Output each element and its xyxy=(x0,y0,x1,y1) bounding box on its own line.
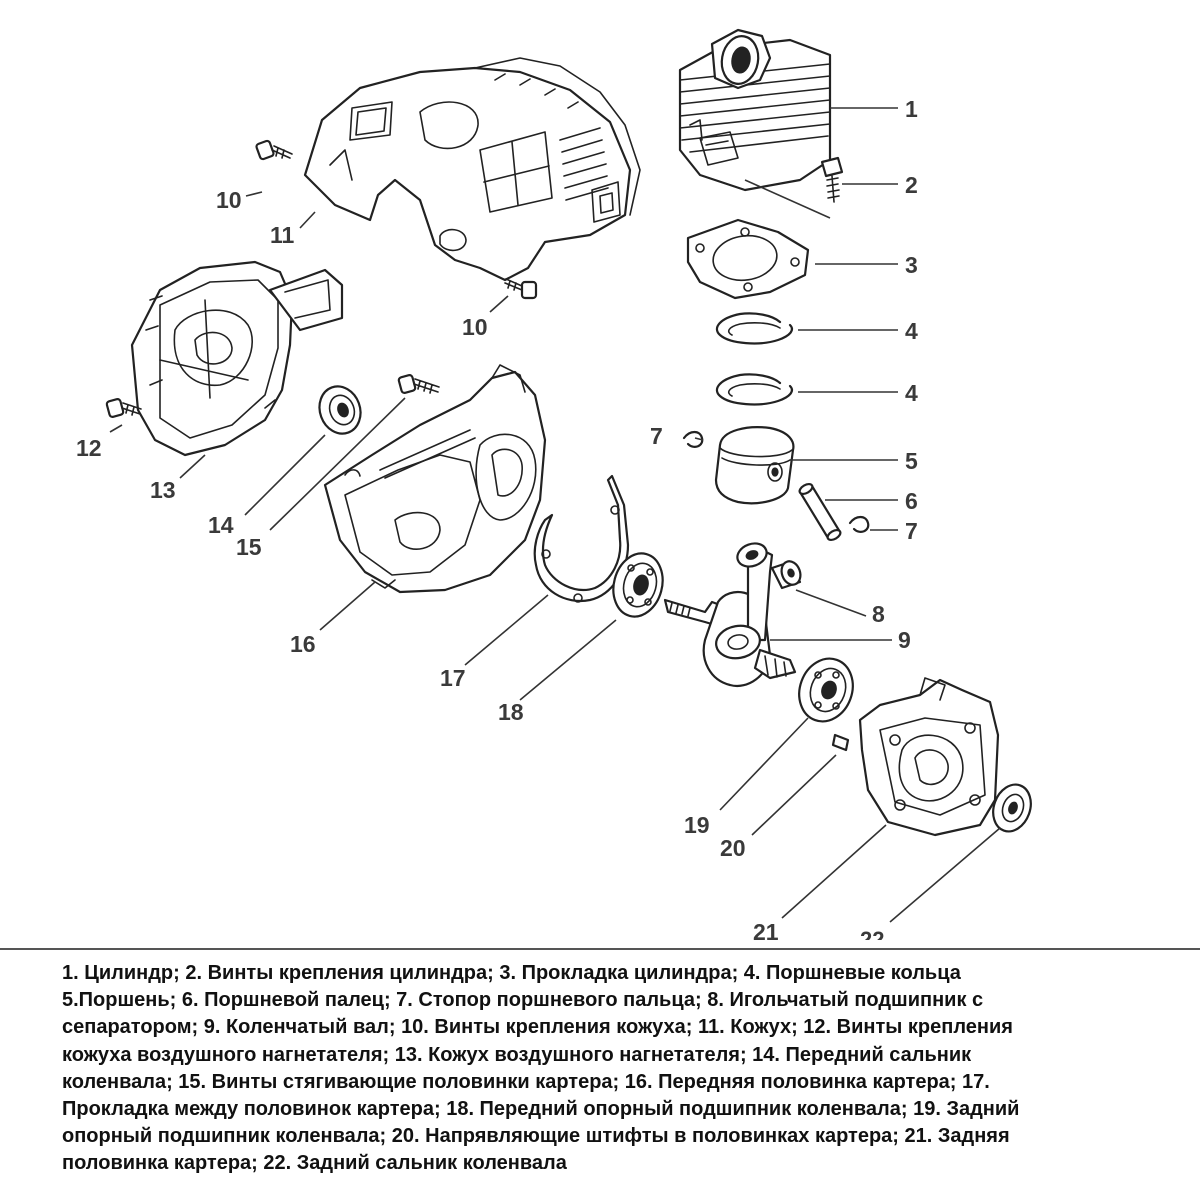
piston-pin-circlip-right xyxy=(848,515,870,533)
callout-9: 9 xyxy=(898,627,911,653)
shroud-screw-lower xyxy=(504,278,538,300)
shroud-part xyxy=(303,57,641,282)
rear-bearing xyxy=(798,657,854,723)
crankshaft xyxy=(663,542,797,688)
callout-18: 18 xyxy=(498,699,524,725)
legend-line: 1. Цилиндр; 2. Винты крепления цилиндра;… xyxy=(62,962,961,984)
callout-22: 22 xyxy=(860,927,884,940)
fan-housing-screw xyxy=(105,398,142,418)
legend-divider xyxy=(0,948,1200,950)
exploded-engine-diagram: 1 2 3 4 4 5 6 7 7 8 9 10 10 11 12 13 14 … xyxy=(76,28,1032,940)
piston-pin xyxy=(798,482,842,542)
legend-line: 5.Поршень; 6. Поршневой палец; 7. Стопор… xyxy=(62,989,984,1012)
shroud-screw-upper xyxy=(255,139,293,161)
callout-7-right: 7 xyxy=(905,518,918,544)
callout-3: 3 xyxy=(905,252,918,278)
piston-ring-lower xyxy=(715,373,794,406)
piston-ring-upper xyxy=(715,312,794,345)
cylinder-screw xyxy=(820,156,844,203)
callout-2: 2 xyxy=(905,172,918,198)
cylinder xyxy=(678,28,832,192)
callout-1: 1 xyxy=(905,96,918,122)
legend-line: опорный подшипник коленвала; 20. Напрявл… xyxy=(62,1125,1010,1148)
callout-13: 13 xyxy=(150,477,176,503)
callout-5: 5 xyxy=(905,448,918,474)
callout-17: 17 xyxy=(440,665,466,691)
rear-oil-seal xyxy=(992,783,1032,833)
callout-11: 11 xyxy=(270,222,295,248)
leader-lines xyxy=(109,107,1001,923)
piston xyxy=(714,426,795,505)
front-crankcase-half xyxy=(323,364,547,594)
fan-housing-part xyxy=(130,260,344,457)
callout-21: 21 xyxy=(753,919,779,940)
crankcase-screw xyxy=(397,374,440,394)
callout-20: 20 xyxy=(720,835,746,861)
front-bearing xyxy=(612,552,664,618)
callout-14: 14 xyxy=(208,512,234,538)
rear-crankcase-half xyxy=(858,677,1000,837)
callout-labels: 1 2 3 4 4 5 6 7 7 8 9 10 10 11 12 13 14 … xyxy=(76,96,918,940)
dowel-pin xyxy=(831,733,850,752)
callout-19: 19 xyxy=(684,812,710,838)
needle-bearing xyxy=(770,560,802,590)
callout-6: 6 xyxy=(905,488,918,514)
legend-line: кожуха воздушного нагнетателя; 13. Кожух… xyxy=(62,1043,972,1066)
front-oil-seal xyxy=(318,385,362,435)
callout-4-upper: 4 xyxy=(905,318,918,344)
legend-line: сепаратором; 9. Коленчатый вал; 10. Винт… xyxy=(62,1016,1013,1039)
callout-4-lower: 4 xyxy=(905,380,918,406)
piston-pin-circlip-left xyxy=(682,430,704,448)
legend-line: половинка картера; 22. Задний сальник ко… xyxy=(62,1152,567,1175)
parts-legend: 1. Цилиндр; 2. Винты крепления цилиндра;… xyxy=(62,960,1152,1178)
crankcase-gasket xyxy=(533,474,630,603)
cylinder-gasket xyxy=(686,218,810,300)
legend-line: Прокладка между половинок картера; 18. П… xyxy=(62,1098,1020,1121)
callout-16: 16 xyxy=(290,631,316,657)
callout-10-lower: 10 xyxy=(462,314,488,340)
callout-7-left: 7 xyxy=(650,423,663,449)
callout-12: 12 xyxy=(76,435,102,461)
callout-10-upper: 10 xyxy=(216,187,242,213)
callout-8: 8 xyxy=(872,601,885,627)
legend-line: коленвала; 15. Винты стягивающие половин… xyxy=(62,1070,990,1093)
callout-15: 15 xyxy=(236,534,262,560)
